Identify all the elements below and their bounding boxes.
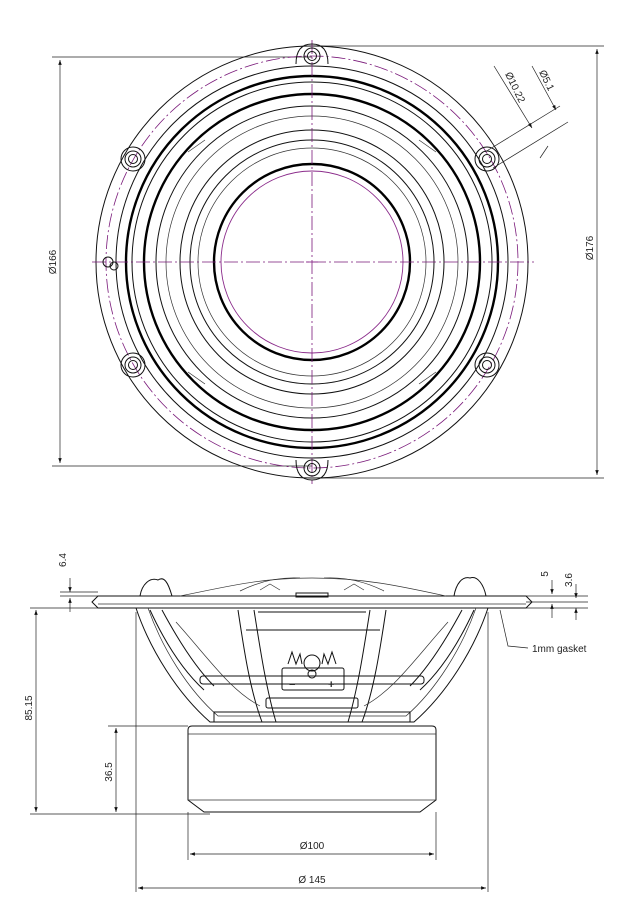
flange bbox=[91, 595, 533, 609]
dim-overall-label: Ø176 bbox=[585, 235, 596, 260]
magnet bbox=[187, 725, 437, 813]
mounting-hole-lower-left bbox=[120, 352, 146, 378]
dim-flange-top-label: 6.4 bbox=[58, 553, 69, 567]
gasket-note: 1mm gasket bbox=[532, 644, 587, 655]
dim-magnet-height-label: 36.5 bbox=[104, 762, 115, 782]
mounting-hole-bottom bbox=[295, 459, 329, 481]
mounting-hole-lower-right bbox=[474, 352, 500, 378]
front-view: Ø166 Ø176 Ø10.22 Ø5.1 bbox=[48, 40, 604, 484]
terminal-plus-label: + bbox=[328, 679, 334, 691]
surround-profile bbox=[139, 578, 173, 597]
dim-total-depth-label: 85.15 bbox=[24, 695, 35, 720]
dim-slot-inner-label: Ø5.1 bbox=[536, 68, 556, 93]
mounting-hole-upper-left bbox=[120, 146, 146, 172]
terminal-block: − + bbox=[281, 650, 345, 691]
mounting-hole-top bbox=[295, 43, 329, 65]
dim-slot-outer-label: Ø10.22 bbox=[502, 70, 526, 105]
side-view: − + 1mm gasket 6.4 5 bbox=[24, 553, 588, 892]
mounting-hole-upper-right bbox=[474, 146, 500, 172]
dim-flange-label: 5 bbox=[540, 571, 551, 577]
dim-flange-thickness-label: 3.6 bbox=[564, 573, 575, 587]
dim-bolt-circle-label: Ø166 bbox=[48, 249, 59, 274]
dim-basket-diameter-label: Ø 145 bbox=[298, 875, 326, 886]
terminal-minus-label: − bbox=[289, 679, 295, 691]
polarity-mark-icon bbox=[102, 256, 119, 271]
dim-magnet-diameter-label: Ø100 bbox=[300, 841, 325, 852]
basket-outline bbox=[135, 607, 489, 723]
